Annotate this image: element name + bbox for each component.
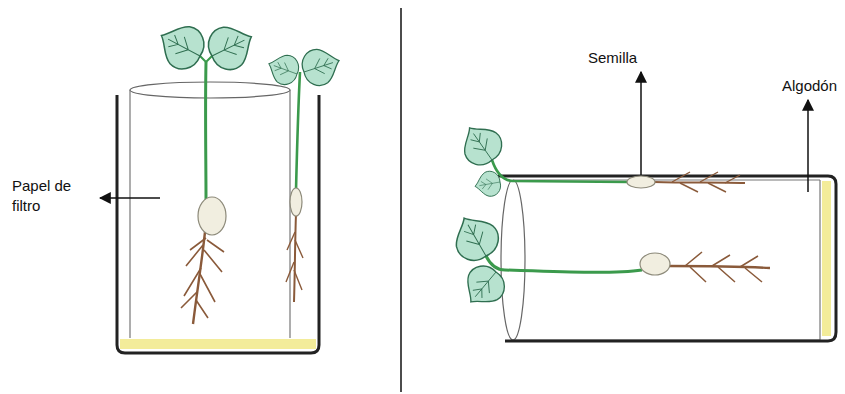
part-label: Semilla: [588, 48, 668, 68]
divider-line: [400, 8, 402, 392]
seed: [627, 176, 655, 188]
cotton-layer: [120, 339, 316, 349]
leaf: [264, 50, 302, 88]
cotton-layer: [822, 181, 831, 336]
jar-wall: [513, 180, 820, 340]
leaf: [445, 207, 505, 267]
petiole: [200, 56, 212, 62]
seed: [290, 188, 302, 216]
jar-outline: [498, 176, 836, 341]
leaf: [298, 43, 344, 89]
stem: [486, 256, 642, 272]
leaf: [456, 259, 511, 314]
leaf: [151, 16, 210, 75]
part-label: Algodón: [782, 76, 844, 96]
stem: [204, 62, 207, 200]
root-branch: [672, 172, 740, 192]
root-branch: [286, 232, 303, 290]
leaf: [202, 17, 260, 75]
root-branch: [685, 252, 762, 282]
jar-rim: [501, 180, 525, 340]
part-label: Papel de filtro: [12, 176, 84, 216]
root: [294, 214, 296, 302]
jar-wall: [130, 90, 290, 338]
root: [654, 182, 745, 183]
pointer-arrow: [100, 197, 160, 199]
stem: [296, 72, 300, 190]
jar-outline: [117, 95, 319, 353]
pointer-arrow: [807, 100, 809, 192]
leaf: [454, 117, 508, 171]
leaf: [473, 170, 502, 199]
jar-rim: [130, 82, 290, 98]
root-branch: [181, 238, 224, 318]
seed: [640, 253, 670, 275]
stem: [492, 160, 628, 182]
pointer-arrow: [640, 72, 642, 175]
seed: [198, 197, 226, 235]
